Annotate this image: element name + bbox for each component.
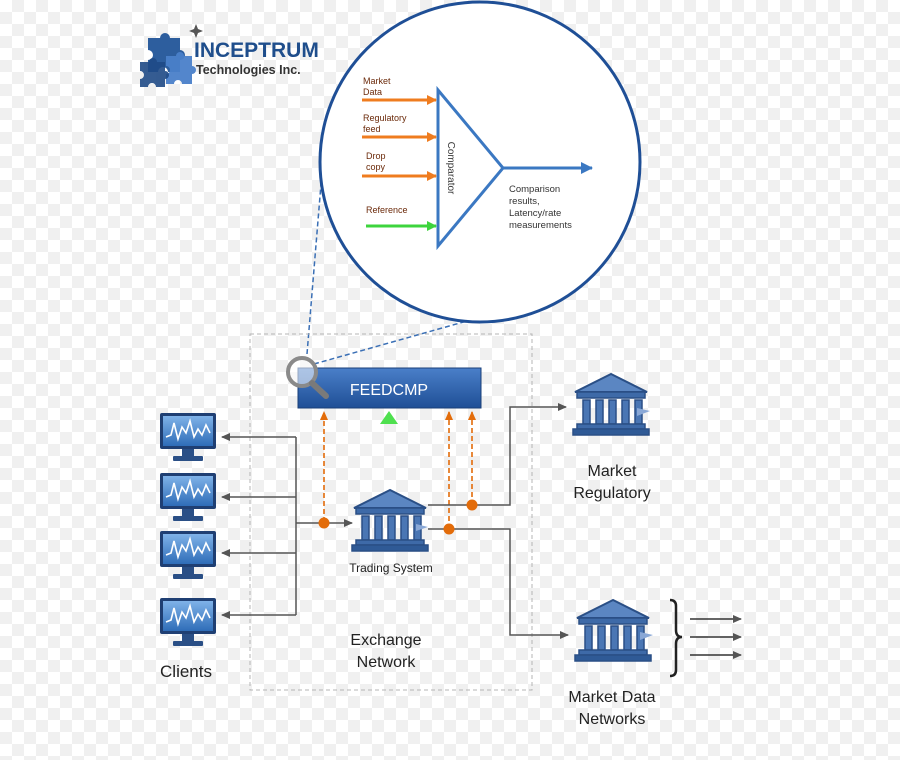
- to-market-data-line: [428, 528, 569, 639]
- input-market-data-label-2: Data: [363, 87, 382, 97]
- market-data-bank-icon[interactable]: [574, 599, 652, 662]
- reference-feed-arrowhead: [380, 411, 398, 424]
- zoom-callout: Comparator Market Data Regulatory feed D…: [306, 0, 642, 365]
- client-connectors: [221, 433, 353, 619]
- input-regulatory-feed-label-2: feed: [363, 124, 381, 134]
- clients-group: Clients: [159, 412, 217, 681]
- client-monitor-4-icon[interactable]: [159, 597, 217, 647]
- output-line-3: Latency/rate: [509, 208, 561, 219]
- logo-subtitle: Technologies Inc.: [196, 63, 301, 77]
- market-regulatory[interactable]: Market Regulatory: [572, 373, 651, 502]
- output-line-1: Comparison: [509, 184, 560, 195]
- market-data-networks[interactable]: Market Data Networks: [568, 598, 742, 728]
- input-market-data: Market Data: [362, 76, 437, 105]
- tap-dot-regulatory: [466, 499, 478, 511]
- exchange-network-boundary: [249, 333, 533, 691]
- feedcmp-rect[interactable]: [297, 367, 482, 409]
- feedcmp-box[interactable]: FEEDCMP: [297, 367, 482, 409]
- output-line-4: measurements: [509, 220, 572, 231]
- output-line-2: results,: [509, 196, 540, 207]
- tap-dot-market-data: [318, 517, 330, 529]
- market-data-networks-label-2: Networks: [579, 711, 646, 728]
- market-regulatory-label-1: Market: [588, 463, 637, 480]
- tap-dot-drop-copy: [443, 523, 455, 535]
- market-data-networks-label-1: Market Data: [568, 689, 655, 706]
- inceptrum-logo: INCEPTRUM Technologies Inc.: [140, 24, 319, 87]
- exchange-network-label-1: Exchange: [350, 632, 421, 649]
- logo-name: INCEPTRUM: [194, 39, 319, 62]
- feedcmp-label: FEEDCMP: [350, 382, 428, 399]
- input-reference-label: Reference: [366, 205, 408, 215]
- market-regulatory-bank-icon[interactable]: [572, 373, 650, 436]
- trading-system-label: Trading System: [349, 561, 433, 575]
- input-drop-copy-label-2: copy: [366, 162, 386, 172]
- input-regulatory-feed: Regulatory feed: [362, 113, 437, 142]
- puzzle-icon: [140, 24, 203, 87]
- client-monitor-2-icon[interactable]: [159, 472, 217, 522]
- client-monitor-1-icon[interactable]: [159, 412, 217, 462]
- input-reference: Reference: [366, 205, 437, 231]
- comparator-label: Comparator: [445, 142, 456, 195]
- trading-system-bank-icon[interactable]: [351, 489, 429, 552]
- input-market-data-label-1: Market: [363, 76, 391, 86]
- comparator-output-text: Comparison results, Latency/rate measure…: [509, 184, 572, 231]
- distribution-bracket: [669, 598, 683, 678]
- input-drop-copy: Drop copy: [362, 151, 437, 181]
- clients-label: Clients: [160, 662, 212, 681]
- input-regulatory-feed-label-1: Regulatory: [363, 113, 407, 123]
- zoom-connector-line-left: [306, 171, 323, 355]
- magnifier-icon: [286, 356, 329, 399]
- client-monitor-3-icon[interactable]: [159, 530, 217, 580]
- zoom-circle: [318, 0, 642, 324]
- exchange-network-label-2: Network: [357, 654, 417, 671]
- input-drop-copy-label-1: Drop: [366, 151, 386, 161]
- comparator-triangle: [436, 85, 505, 251]
- market-regulatory-label-2: Regulatory: [573, 485, 650, 502]
- trading-system[interactable]: Trading System: [349, 489, 433, 575]
